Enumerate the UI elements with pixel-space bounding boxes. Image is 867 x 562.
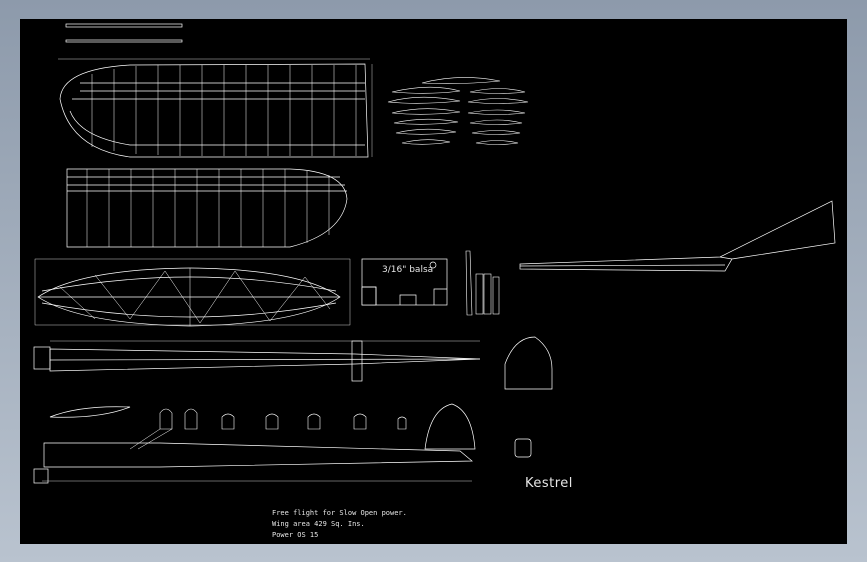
balsa-note: 3/16" balsa <box>382 265 434 275</box>
title-block: Free flight for Slow Open power. Wing ar… <box>272 508 407 541</box>
spar-strips <box>65 23 183 43</box>
wing-panel-upper <box>58 58 373 158</box>
small-former <box>514 438 532 458</box>
plan-linework <box>33 23 836 484</box>
balsa-former-template <box>361 258 448 306</box>
title-line: Power OS 15 <box>272 531 319 539</box>
fuselage-plan-view <box>33 403 476 484</box>
rib-templates <box>387 77 529 145</box>
wing-panel-lower <box>66 168 348 248</box>
laminated-parts <box>465 250 500 316</box>
cad-drawing-canvas: 3/16" balsa Kestrel Free flight for Slow… <box>20 19 847 544</box>
tailplane <box>34 258 351 327</box>
title-line: Wing area 429 Sq. Ins. <box>272 520 365 528</box>
fuselage-side-view <box>33 340 481 382</box>
title-line: Free flight for Slow Open power. <box>272 509 407 517</box>
nose-former <box>504 336 553 390</box>
fin-profile <box>519 200 836 272</box>
model-name: Kestrel <box>525 476 573 491</box>
